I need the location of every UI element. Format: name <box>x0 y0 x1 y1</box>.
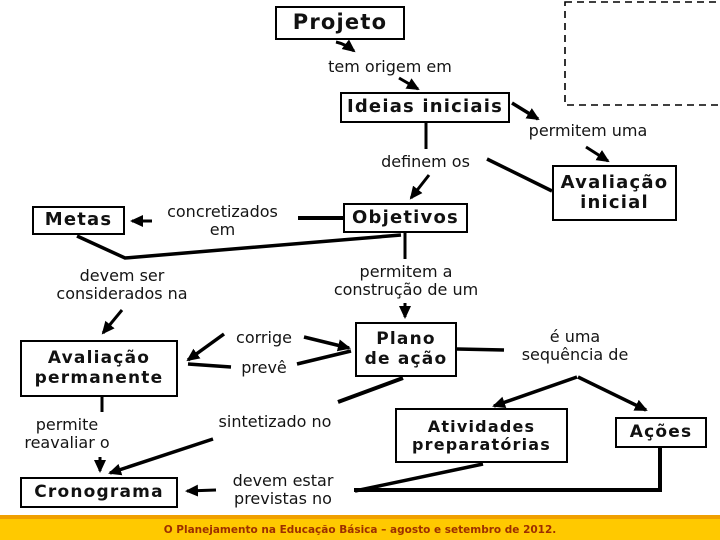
node-projeto: Projeto <box>275 6 405 40</box>
edge-definem-os-to-objetivos <box>409 174 431 200</box>
label-devem-estar-previstas-no: devem estar previstas no <box>232 470 334 508</box>
edge-devem-estar-to-cronograma <box>185 484 217 497</box>
edge-permitem-uma-to-avaliacao-inicial <box>585 145 610 163</box>
label-preve: prevê <box>241 357 287 377</box>
footer-text: O Planejamento na Educação Básica – agos… <box>163 523 557 536</box>
edge-preve-to-avaliacao-permanente <box>187 362 232 369</box>
node-objetivos: Objetivos <box>343 203 468 233</box>
node-cronograma: Cronograma <box>20 477 178 508</box>
node-acoes: Ações <box>615 417 707 448</box>
label-permite-reavaliar-o: permite reavaliar o <box>24 414 110 452</box>
footer-bar: O Planejamento na Educação Básica – agos… <box>0 515 720 540</box>
label-corrige: corrige <box>236 327 292 347</box>
edge-ideias-to-permitem-uma <box>511 101 540 121</box>
edge-acoes-collector <box>354 448 662 492</box>
edge-corrige-to-plano <box>303 335 351 352</box>
edge-tem-origem-to-ideias <box>398 76 420 91</box>
placeholder-dashed-box <box>564 1 720 106</box>
node-ideias-iniciais: Ideias iniciais <box>340 92 510 123</box>
edge-plano-to-e-uma <box>456 347 505 352</box>
edge-e-uma-to-acoes <box>577 375 648 412</box>
edge-corrige-to-avaliacao-permanente <box>186 332 226 362</box>
label-devem-ser-considerados-na: devem ser considerados na <box>56 265 188 303</box>
edge-plano-to-sintetizado <box>337 376 404 404</box>
edge-avaliacao-inicial-to-definem-os <box>486 157 553 193</box>
edge-projeto-to-tem-origem <box>335 39 356 53</box>
label-e-uma-sequencia-de: é uma sequência de <box>521 326 629 364</box>
label-permitem-a-construcao-de-um: permitem a construção de um <box>333 261 479 299</box>
edge-e-uma-to-atividades <box>492 375 578 409</box>
label-sintetizado-no: sintetizado no <box>218 411 332 431</box>
edge-metas-objetivos-junction <box>76 233 402 260</box>
node-atividades-preparatorias: Atividades preparatórias <box>395 408 568 463</box>
node-avaliacao-permanente: Avaliação permanente <box>20 340 178 397</box>
node-avaliacao-inicial: Avaliação inicial <box>552 165 677 221</box>
edge-devem-ser-to-avaliacao-permanente <box>101 309 124 335</box>
node-metas: Metas <box>32 206 125 235</box>
label-tem-origem-em: tem origem em <box>328 56 452 76</box>
edge-preve-to-plano <box>296 349 352 366</box>
node-plano-de-acao: Plano de ação <box>355 322 457 377</box>
label-permitem-uma: permitem uma <box>528 120 648 140</box>
edge-atividades-collector <box>354 462 484 493</box>
label-concretizados-em: concretizados em <box>167 201 278 239</box>
edge-sintetizado-to-cronograma <box>108 437 214 476</box>
label-definem-os: definem os <box>381 151 470 171</box>
